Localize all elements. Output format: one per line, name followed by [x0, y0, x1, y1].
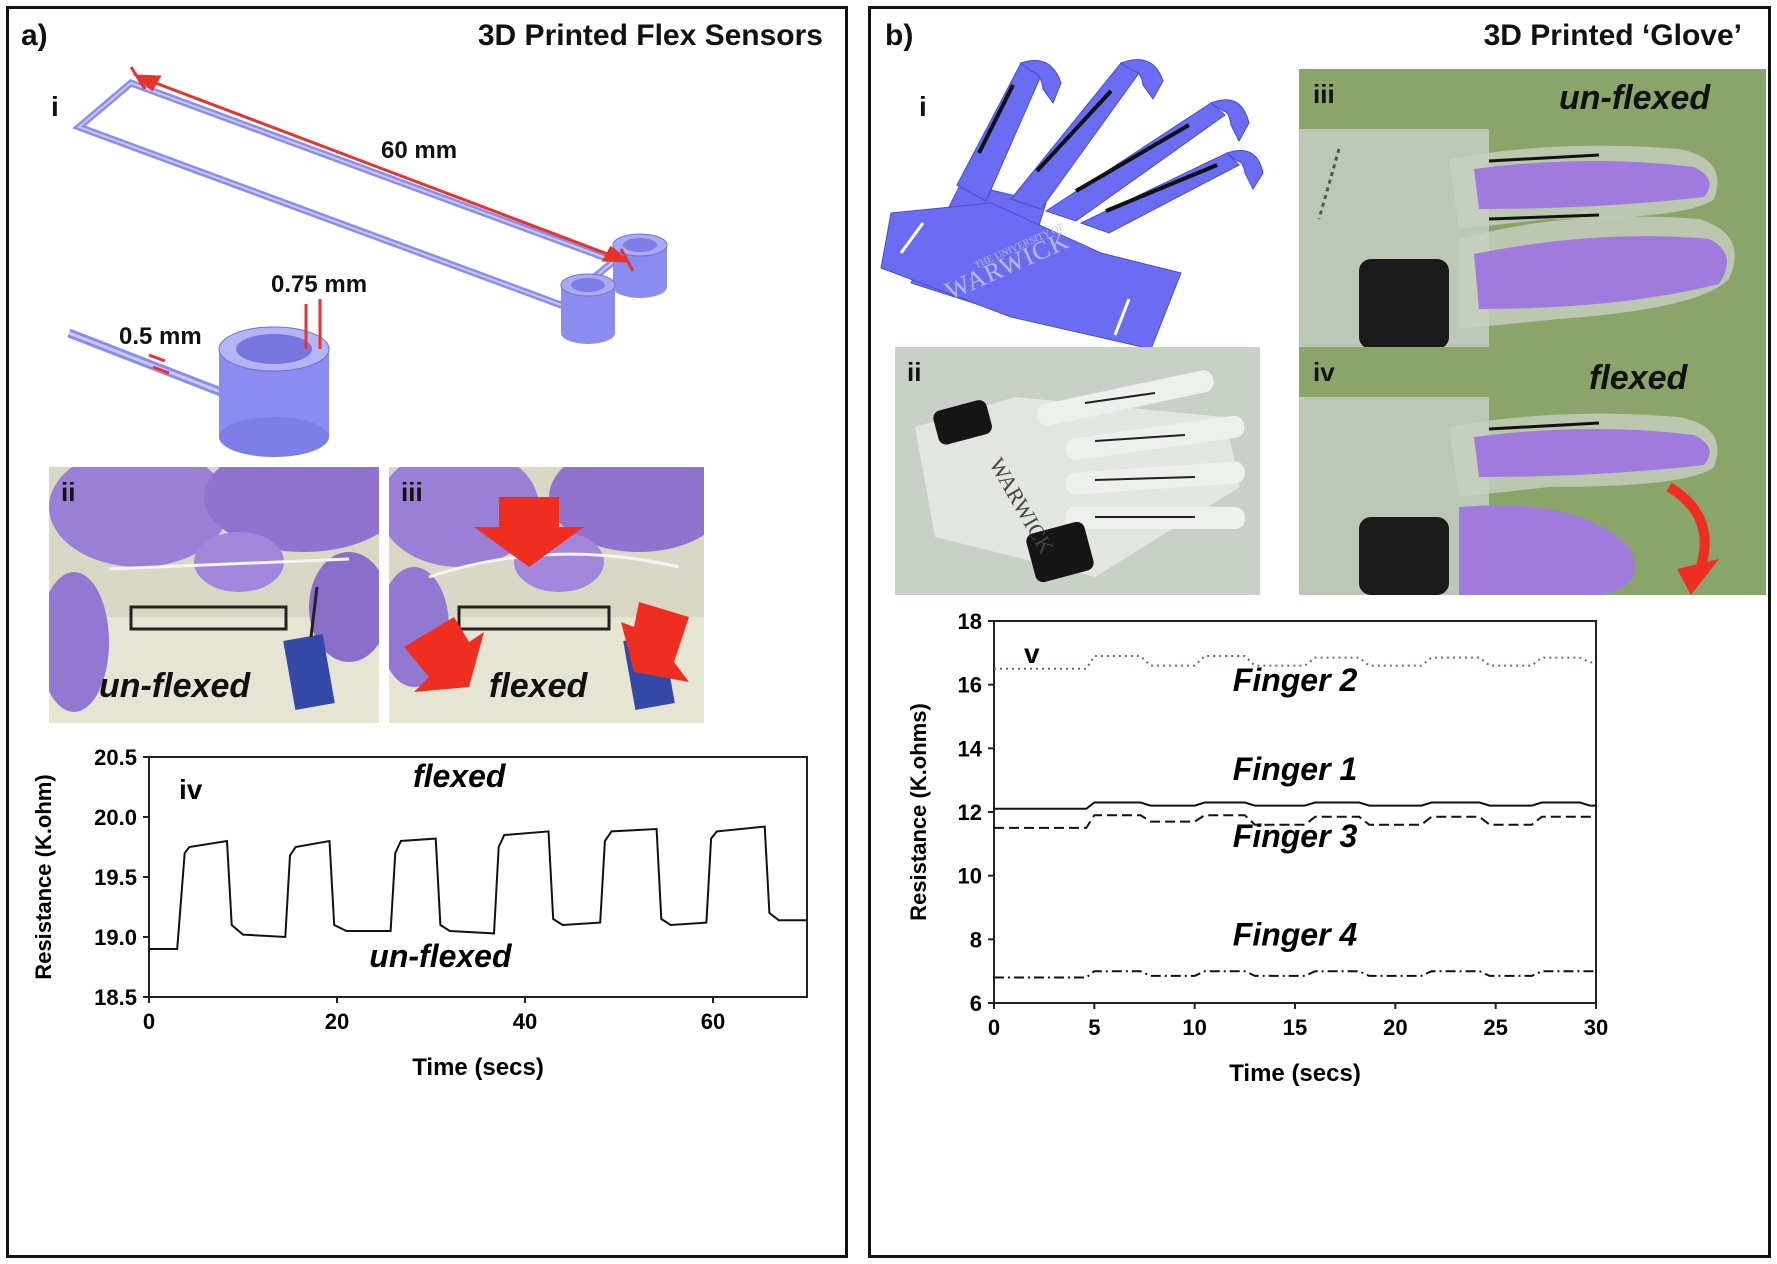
small-port-1 [612, 233, 668, 298]
y-tick-label: 12 [958, 800, 982, 825]
series-line [149, 825, 807, 950]
y-tick-label: 10 [958, 864, 982, 889]
x-tick-label: 0 [143, 1009, 155, 1034]
series-label-finger-4: Finger 4 [1233, 917, 1358, 953]
chart-panel-label: v [1024, 638, 1040, 669]
panel-b-title: 3D Printed ‘Glove’ [1483, 19, 1742, 52]
y-tick-label: 8 [970, 927, 982, 952]
x-tick-label: 25 [1483, 1015, 1507, 1040]
y-axis-label: Resistance (K.ohms) [906, 703, 931, 921]
small-port-2 [560, 273, 616, 344]
photo-b-iv-label: flexed [1589, 359, 1688, 397]
y-axis-label: Resistance (K.ohm) [31, 774, 56, 979]
x-tick-label: 0 [988, 1015, 1000, 1040]
y-tick-label: 18 [958, 609, 982, 634]
photo-b-ii-sub: ii [907, 357, 922, 387]
series-finger-4 [994, 970, 1596, 979]
photo-glove-unflexed: iii un-flexed [1299, 69, 1766, 349]
series-finger-3 [994, 814, 1596, 829]
x-axis-label: Time (secs) [1229, 1060, 1361, 1087]
flex-sensor-cad-drawing [67, 66, 668, 457]
dimension-length: 60 mm [381, 137, 458, 164]
series-label-finger-3: Finger 3 [1233, 818, 1358, 854]
panel-a: a) 3D Printed Flex Sensors i [6, 6, 848, 1258]
photo-unflexed-sensor: ii un-flexed [49, 467, 379, 723]
photo-a-iii-label: flexed [489, 667, 588, 705]
panel-a-letter: a) [21, 19, 48, 52]
y-tick-label: 19.5 [94, 865, 137, 890]
photo-glove-flexed: iv flexed [1299, 347, 1766, 595]
x-tick-label: 40 [513, 1009, 537, 1034]
x-tick-label: 20 [325, 1009, 349, 1034]
y-tick-label: 16 [958, 673, 982, 698]
annotation-unflexed: un-flexed [369, 938, 513, 974]
x-tick-label: 15 [1283, 1015, 1307, 1040]
panel-a-sub-i: i [51, 91, 59, 122]
x-tick-label: 5 [1088, 1015, 1100, 1040]
photo-glove-printed: WARWICK ii [895, 347, 1260, 595]
y-tick-label: 18.5 [94, 985, 137, 1010]
panel-a-title: 3D Printed Flex Sensors [477, 19, 823, 52]
x-tick-label: 60 [701, 1009, 725, 1034]
panel-b: b) 3D Printed ‘Glove’ i WARWICK THE UNIV [868, 6, 1771, 1258]
photo-a-iii-sub: iii [401, 477, 423, 507]
dimension-channel: 0.5 mm [119, 323, 202, 350]
y-tick-label: 6 [970, 991, 982, 1016]
series-finger-1 [994, 801, 1596, 810]
y-tick-label: 20.5 [94, 745, 137, 770]
series-label-finger-2: Finger 2 [1233, 662, 1358, 698]
panel-b-letter: b) [885, 19, 914, 52]
x-axis-label: Time (secs) [412, 1054, 544, 1081]
large-port [218, 326, 330, 457]
y-tick-label: 19.0 [94, 925, 137, 950]
dimension-wall: 0.75 mm [271, 271, 368, 298]
photo-b-iii-sub: iii [1313, 79, 1335, 109]
x-tick-label: 20 [1383, 1015, 1407, 1040]
series-label-finger-1: Finger 1 [1233, 751, 1357, 787]
y-tick-label: 14 [958, 736, 983, 761]
glove-cad-drawing [880, 59, 1264, 350]
chart-panel-label: iv [179, 774, 203, 805]
photo-b-iii-label: un-flexed [1559, 79, 1711, 117]
panel-b-sub-i: i [919, 91, 927, 122]
x-tick-label: 10 [1182, 1015, 1206, 1040]
photo-flexed-sensor: iii flexed [389, 467, 704, 723]
y-tick-label: 20.0 [94, 805, 137, 830]
x-tick-label: 30 [1584, 1015, 1608, 1040]
photo-a-ii-label: un-flexed [99, 667, 251, 705]
photo-a-ii-sub: ii [61, 477, 76, 507]
annotation-flexed: flexed [413, 758, 507, 794]
photo-b-iv-sub: iv [1313, 357, 1335, 387]
